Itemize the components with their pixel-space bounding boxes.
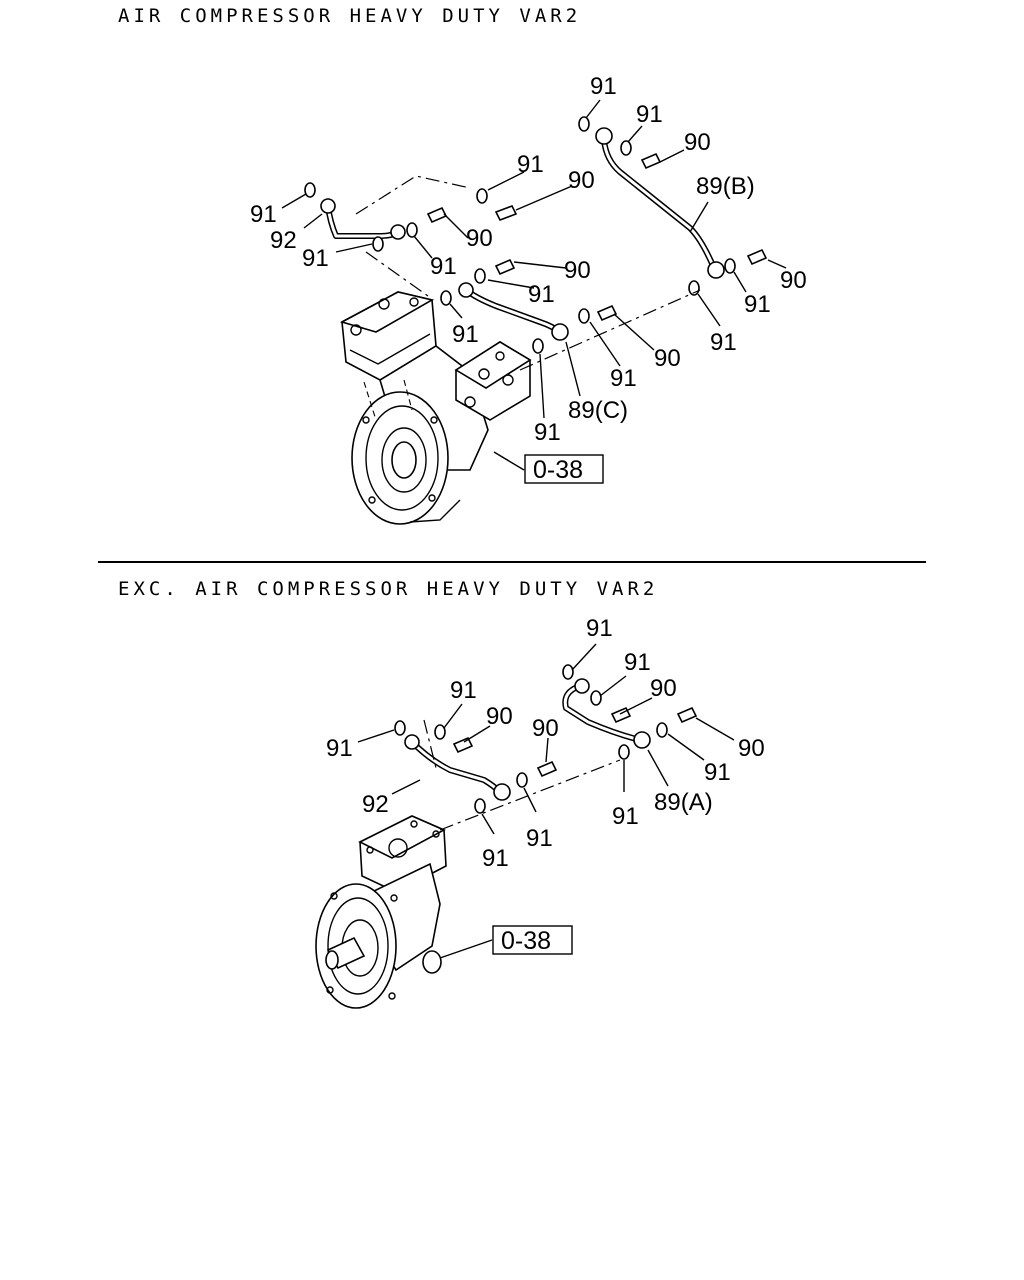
- pipe-89c: [458, 282, 569, 341]
- callout-label: 91: [590, 73, 617, 100]
- leader-lines: [281, 99, 787, 471]
- callout-label: 89(A): [654, 789, 713, 816]
- callout-label: 91: [744, 291, 771, 318]
- callout-label: 91: [450, 677, 477, 704]
- callout-label: 91: [528, 281, 555, 308]
- fasteners: [304, 116, 768, 354]
- reference-label: 0-38: [533, 456, 583, 484]
- reference-box: [524, 454, 604, 484]
- air-compressor-illustration: [339, 291, 532, 525]
- reference-label: 0-38: [501, 927, 551, 955]
- callout-label: 91: [612, 803, 639, 830]
- callout-label: 91: [517, 151, 544, 178]
- callout-label: 90: [650, 675, 677, 702]
- callout-label: 91: [610, 365, 637, 392]
- callout-label: 91: [430, 253, 457, 280]
- callout-label: 90: [466, 225, 493, 252]
- callout-label: 90: [684, 129, 711, 156]
- fasteners: [394, 664, 698, 814]
- callout-label: 91: [526, 825, 553, 852]
- callout-label: 89(B): [696, 173, 755, 200]
- pipe-92: [320, 198, 406, 240]
- callout-label: 92: [362, 791, 389, 818]
- section-exc-heavy-duty-var2: EXC. AIR COMPRESSOR HEAVY DUTY VAR2: [118, 578, 765, 1009]
- callout-label: 91: [710, 329, 737, 356]
- callout-label: 90: [532, 715, 559, 742]
- callout-label: 90: [564, 257, 591, 284]
- callout-label: 92: [270, 227, 297, 254]
- callout-label: 91: [624, 649, 651, 676]
- leader-lines: [357, 643, 735, 959]
- callout-label: 90: [486, 703, 513, 730]
- callout-label: 91: [302, 245, 329, 272]
- callout-label: 91: [534, 419, 561, 446]
- reference-box: [492, 925, 573, 955]
- section-title: AIR COMPRESSOR HEAVY DUTY VAR2: [118, 5, 581, 27]
- callout-label: 90: [738, 735, 765, 762]
- callout-label: 90: [780, 267, 807, 294]
- pipe-89a: [562, 678, 651, 749]
- callout-label: 91: [586, 615, 613, 642]
- callout-label: 91: [636, 101, 663, 128]
- pipe-89b: [595, 127, 725, 279]
- callout-label: 90: [568, 167, 595, 194]
- callout-label: 91: [250, 201, 277, 228]
- air-compressor-illustration: [315, 815, 447, 1009]
- callout-label: 91: [704, 759, 731, 786]
- callout-label: 91: [482, 845, 509, 872]
- pipe-92: [404, 734, 511, 801]
- section-heavy-duty-var2: AIR COMPRESSOR HEAVY DUTY VAR2: [118, 5, 807, 525]
- callout-label: 89(C): [568, 397, 628, 424]
- section-title: EXC. AIR COMPRESSOR HEAVY DUTY VAR2: [118, 578, 658, 600]
- callout-label: 90: [654, 345, 681, 372]
- callout-label: 91: [326, 735, 353, 762]
- callout-label: 91: [452, 321, 479, 348]
